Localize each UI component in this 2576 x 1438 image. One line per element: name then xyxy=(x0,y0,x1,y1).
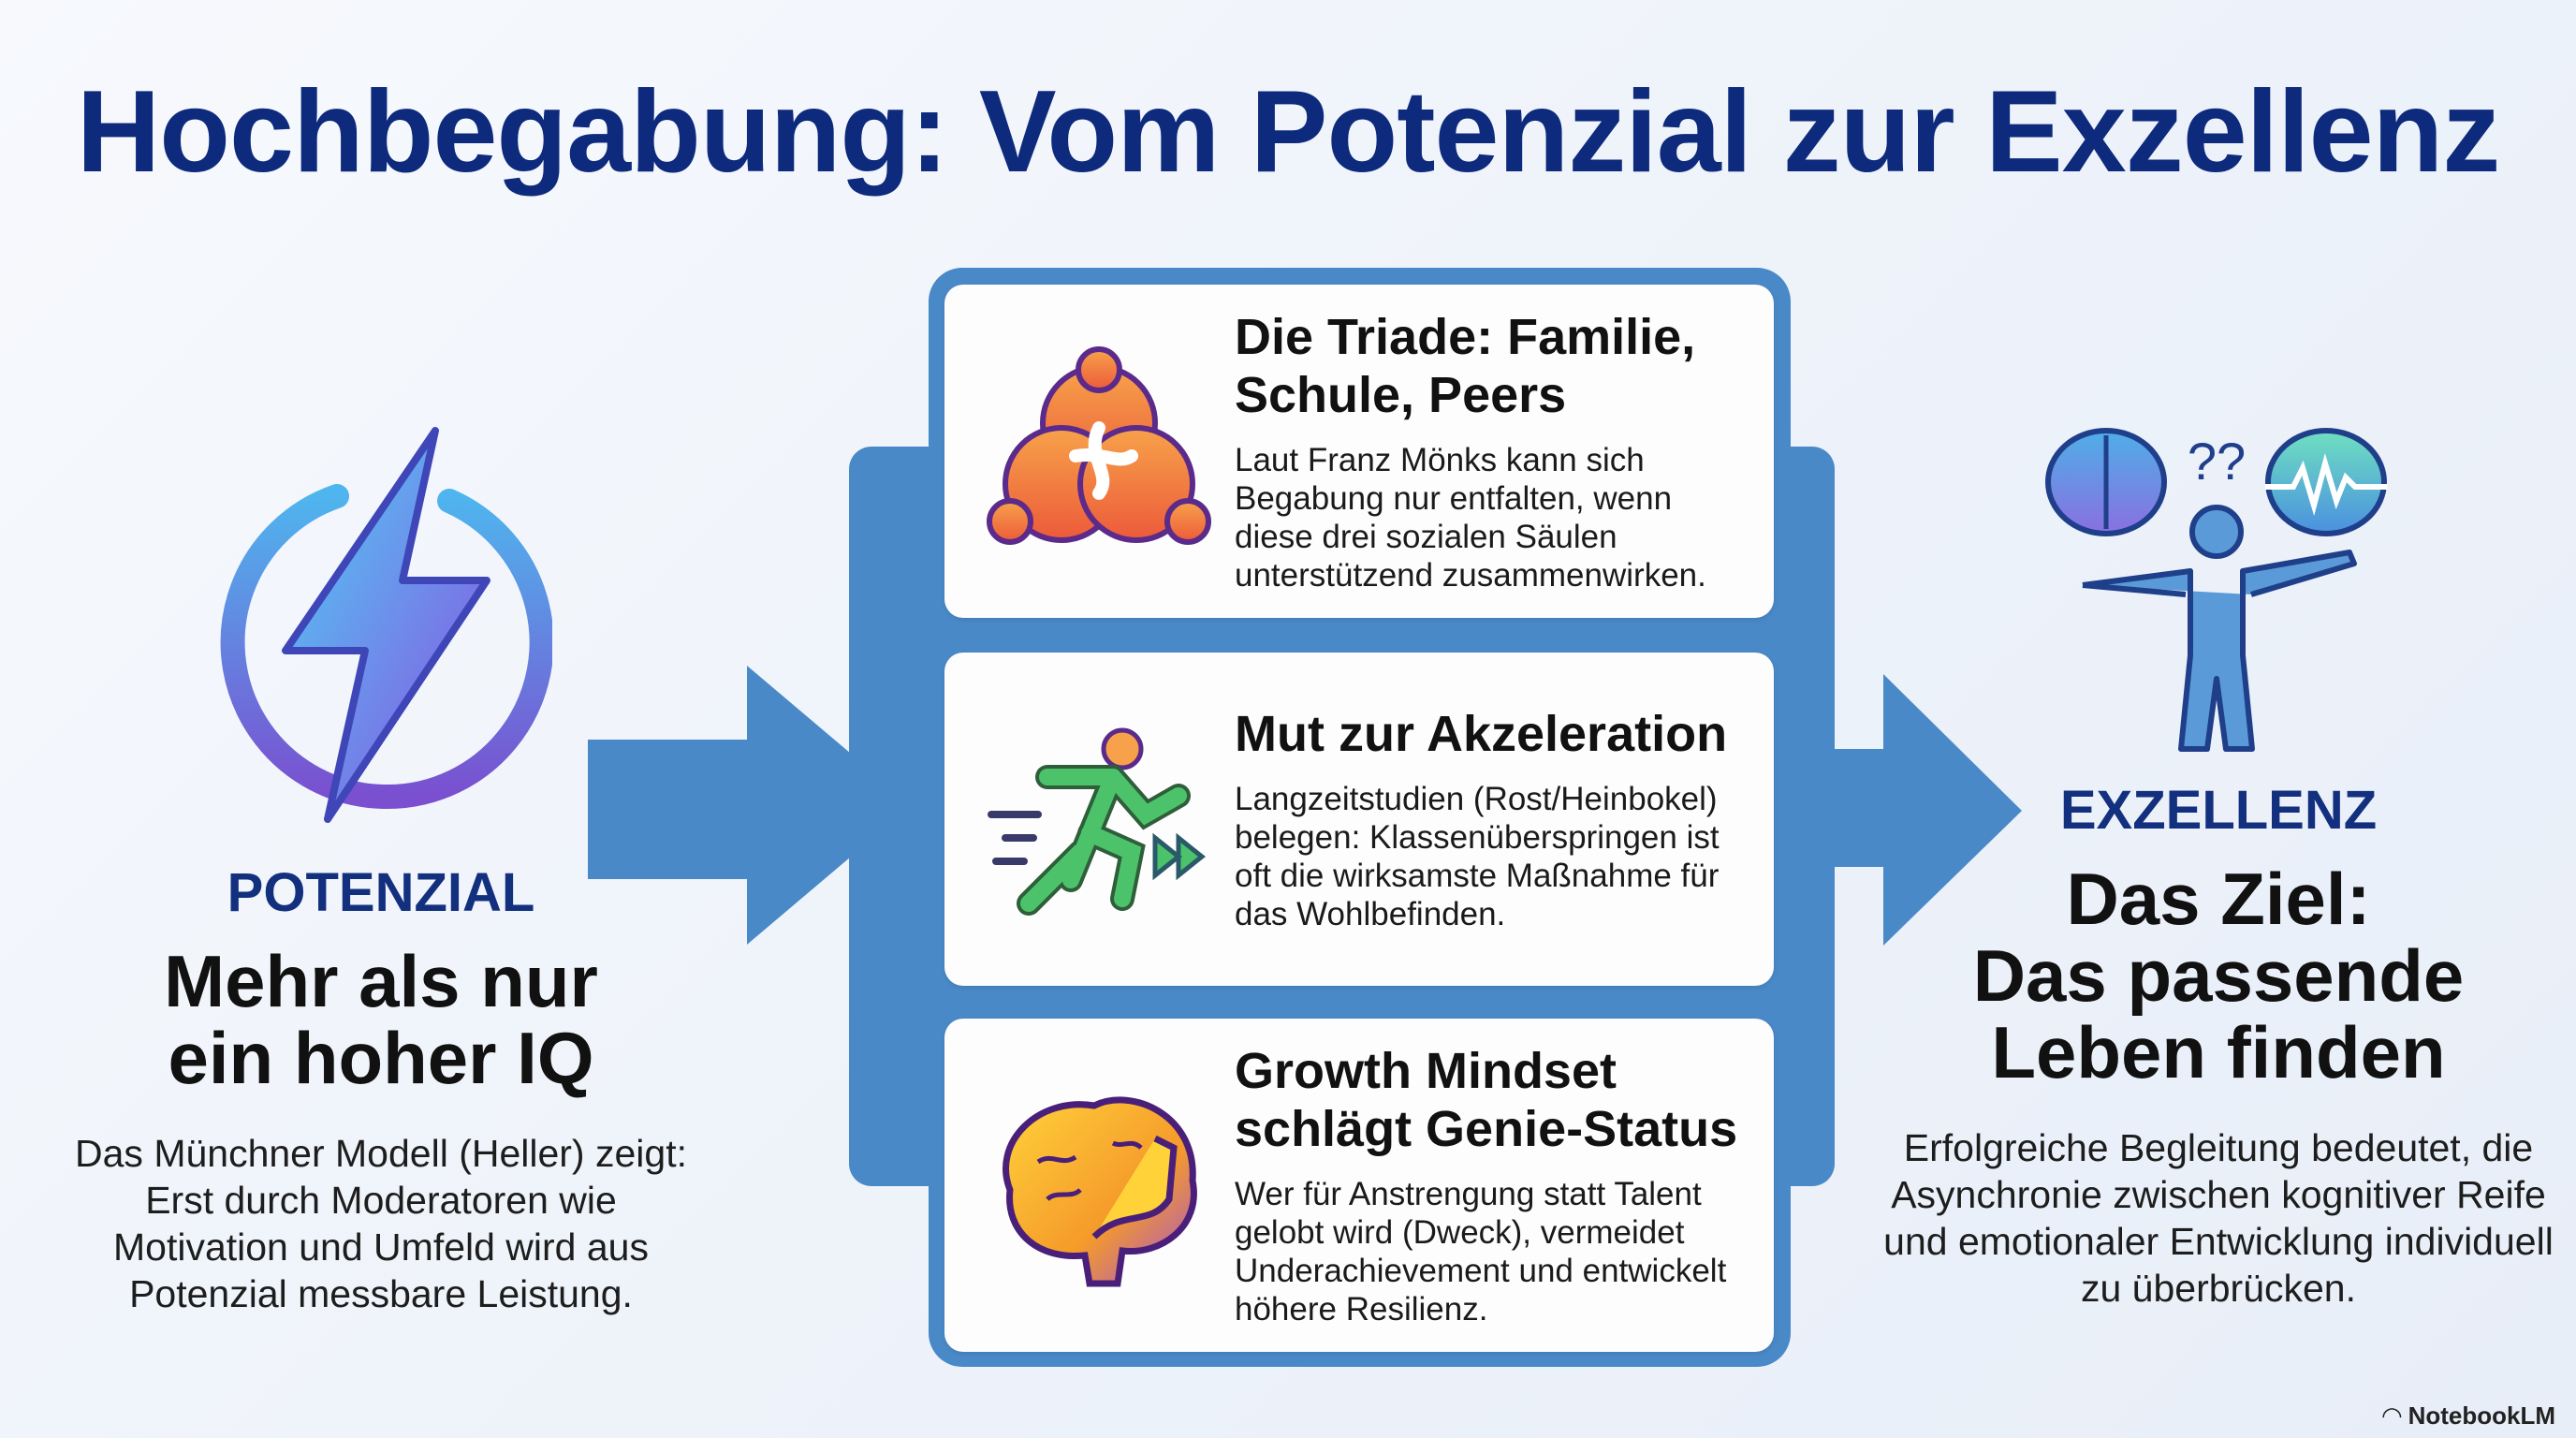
card-body: Langzeitstudien (Rost/Heinbokel) belegen… xyxy=(1235,781,1720,932)
card-title: Growth Mindset schlägt Genie-Status xyxy=(1235,1043,1738,1157)
person-balancing-brains-icon: ?? xyxy=(2045,428,2387,752)
card-growth-mindset: Growth Mindset schlägt Genie-Status Wer … xyxy=(944,1019,1774,1352)
headline-line: Das Ziel: xyxy=(2066,858,2371,940)
brand-label: NotebookLM xyxy=(2408,1401,2555,1430)
card-body: Wer für Anstrengung statt Talent gelobt … xyxy=(1235,1176,1727,1328)
notebooklm-logo-icon: ◠ xyxy=(2382,1401,2408,1430)
excellence-headline: Das Ziel: Das passende Leben finden xyxy=(1881,860,2555,1091)
potential-body: Das Münchner Modell (Heller) zeigt: Erst… xyxy=(75,1132,687,1315)
headline-line: Mehr als nur xyxy=(164,940,598,1022)
potential-kicker: POTENZIAL xyxy=(227,862,535,923)
arrow-right-icon xyxy=(588,666,912,945)
excellence-body: Erfolgreiche Begleitung bedeutet, die As… xyxy=(1883,1126,2554,1310)
question-marks: ?? xyxy=(2188,432,2246,491)
potential-headline: Mehr als nur ein hoher IQ xyxy=(56,943,706,1096)
headline-line: Leben finden xyxy=(1991,1011,2446,1093)
potential-section: POTENZIAL Mehr als nur ein hoher IQ Das … xyxy=(56,861,706,1317)
muscle-brain-icon xyxy=(1003,1096,1197,1287)
triad-people-icon xyxy=(987,346,1211,545)
excellence-section: EXZELLENZ Das Ziel: Das passende Leben f… xyxy=(1881,779,2555,1312)
excellence-kicker: EXZELLENZ xyxy=(2059,780,2378,841)
card-title: Die Triade: Familie, Schule, Peers xyxy=(1235,309,1696,423)
page-title: Hochbegabung: Vom Potenzial zur Exzellen… xyxy=(76,67,2501,197)
card-body: Laut Franz Mönks kann sich Begabung nur … xyxy=(1235,442,1706,594)
arrow-right-icon xyxy=(1832,674,2022,946)
card-acceleration: Mut zur Akzeleration Langzeitstudien (Ro… xyxy=(944,653,1774,986)
card-triad: Die Triade: Familie, Schule, Peers Laut … xyxy=(944,285,1774,618)
headline-line: Das passende xyxy=(1972,934,2465,1017)
card-title: Mut zur Akzeleration xyxy=(1235,706,1728,762)
running-person-icon xyxy=(988,727,1207,916)
lightning-bolt-icon xyxy=(220,427,552,823)
notebooklm-brand: ◠ NotebookLM xyxy=(2382,1401,2555,1431)
headline-line: ein hoher IQ xyxy=(168,1017,594,1099)
